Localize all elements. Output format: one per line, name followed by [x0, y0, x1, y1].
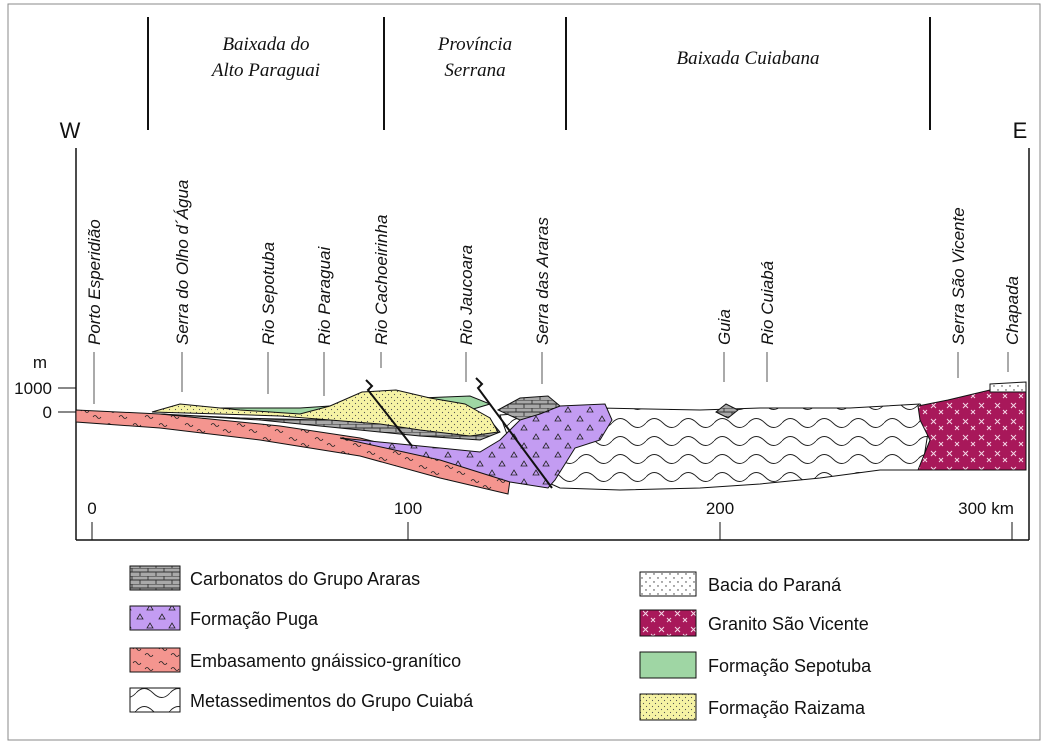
legend-label: Carbonatos do Grupo Araras: [190, 569, 420, 589]
parana-basin-unit: [989, 381, 1027, 393]
legend-swatch: [639, 609, 697, 637]
place-label: Chapada: [1003, 276, 1022, 345]
region-dividers: [147, 17, 931, 130]
place-label: Serra do Olho d´Água: [173, 180, 192, 345]
legend-label: Formação Puga: [190, 609, 319, 629]
east-label: E: [1013, 118, 1028, 143]
legend-label: Metassedimentos do Grupo Cuiabá: [190, 691, 474, 711]
region-label: Baixada do: [222, 34, 309, 55]
carbonate-unit: [715, 403, 739, 419]
region-label: Alto Paraguai: [210, 60, 320, 81]
carbonate-unit: [496, 395, 561, 421]
legend-swatch: [639, 571, 697, 597]
place-label: Rio Paraguai: [315, 245, 334, 345]
distance-tick-label: 0: [87, 499, 96, 518]
legend-swatch: [639, 651, 697, 679]
distance-tick-label: 100: [394, 499, 422, 518]
legend-label: Formação Sepotuba: [708, 656, 872, 676]
puga-unit: [339, 403, 613, 489]
place-label: Rio Cuiabá: [758, 261, 777, 345]
fault-lines: [365, 377, 553, 489]
distance-tick-label: 200: [706, 499, 734, 518]
region-label: Serrana: [444, 60, 505, 81]
legend-label: Formação Raizama: [708, 698, 866, 718]
place-label: Rio Cachoeirinha: [372, 215, 391, 345]
elevation-tick-label: 1000: [14, 379, 52, 398]
figure-border: [7, 3, 1041, 741]
elevation-unit-label: m: [33, 353, 47, 372]
legend-label: Embasamento gnáissico-granítico: [190, 651, 461, 671]
place-label: Porto Esperidião: [85, 219, 104, 345]
raizama-unit: [151, 389, 499, 437]
west-label: W: [60, 118, 81, 143]
legend-label: Bacia do Paraná: [708, 575, 842, 595]
elevation-tick-label: 0: [43, 403, 52, 422]
place-labels: Porto Esperidião Serra do Olho d´Água Ri…: [85, 180, 1022, 345]
basement-unit: [75, 409, 511, 495]
legend: Carbonatos do Grupo Araras Formação Puga…: [129, 565, 872, 721]
place-label: Serra São Vicente: [949, 207, 968, 345]
legend-swatch: [639, 693, 697, 721]
legend-swatch: [129, 687, 181, 713]
place-label: Serra das Araras: [533, 217, 552, 345]
legend-swatch: [129, 605, 181, 631]
place-label: Rio Sepotuba: [259, 242, 278, 345]
legend-swatch: [129, 647, 181, 673]
legend-label: Granito São Vicente: [708, 614, 869, 634]
place-leaders: [93, 352, 1009, 404]
distance-tick-label: 300 km: [958, 499, 1014, 518]
place-label: Rio Jaucoara: [457, 245, 476, 345]
region-label: Província: [437, 34, 512, 55]
granite-unit: [917, 389, 1027, 471]
place-label: Guia: [715, 309, 734, 345]
region-label: Baixada Cuiabana: [676, 48, 819, 69]
legend-swatch: [129, 565, 181, 591]
